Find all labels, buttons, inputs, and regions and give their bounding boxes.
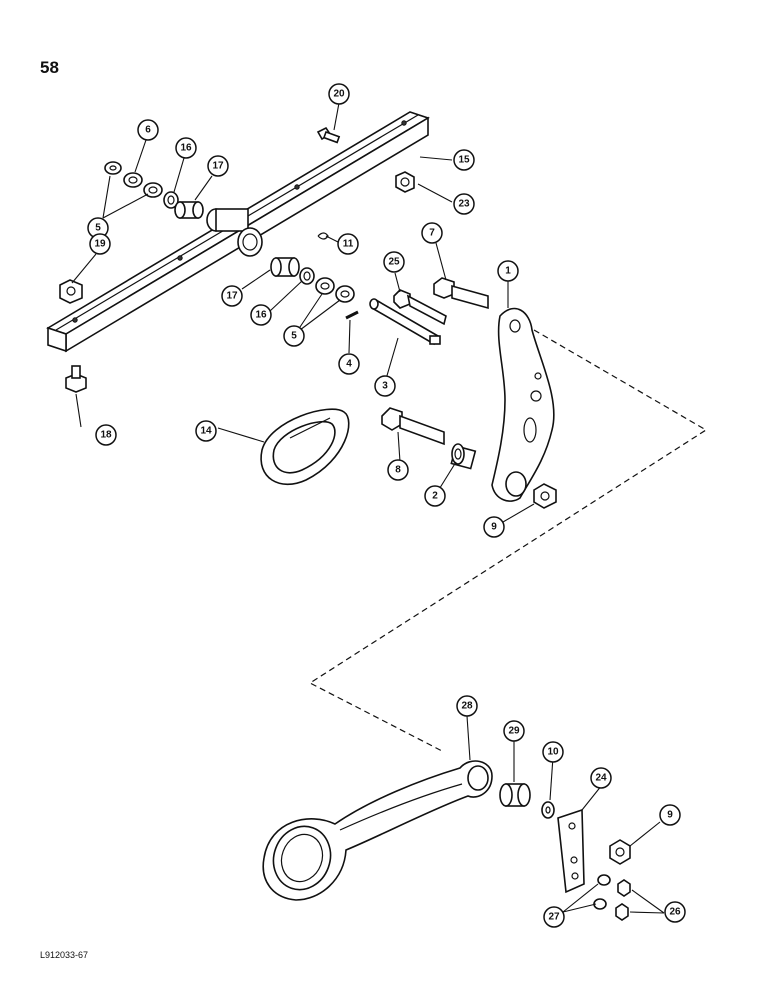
- svg-text:20: 20: [333, 89, 345, 100]
- svg-text:2: 2: [432, 491, 438, 502]
- svg-text:29: 29: [508, 726, 520, 737]
- callout-25: 25: [383, 251, 405, 273]
- svg-text:9: 9: [491, 522, 497, 533]
- bolt-8: [381, 407, 445, 446]
- svg-text:26: 26: [669, 907, 681, 918]
- callout-5: 5: [283, 325, 305, 347]
- svg-text:8: 8: [395, 465, 401, 476]
- svg-text:19: 19: [94, 239, 106, 250]
- bushing-29: [499, 783, 531, 807]
- svg-text:25: 25: [388, 257, 400, 268]
- pin-3: [369, 298, 441, 346]
- svg-text:5: 5: [95, 223, 101, 234]
- callout-17: 17: [207, 155, 229, 177]
- callout-14: 14: [195, 420, 217, 442]
- channel-beam: [46, 111, 430, 353]
- svg-text:7: 7: [429, 228, 435, 239]
- callout-15: 15: [453, 149, 475, 171]
- svg-text:16: 16: [180, 143, 192, 154]
- nut-9-upper: [533, 483, 557, 509]
- svg-text:11: 11: [343, 239, 354, 250]
- callout-23: 23: [453, 193, 475, 215]
- bushing-bearing-lower: [270, 257, 355, 303]
- callout-26: 26: [664, 901, 686, 923]
- bushing-bearing-upper: [163, 191, 204, 219]
- leader-lines: [71, 102, 665, 914]
- spring-pin-4: [345, 310, 359, 320]
- svg-text:23: 23: [458, 199, 470, 210]
- callout-8: 8: [387, 459, 409, 481]
- clip-11: [317, 232, 329, 240]
- callout-17: 17: [221, 285, 243, 307]
- callout-6: 6: [137, 119, 159, 141]
- svg-text:9: 9: [667, 810, 673, 821]
- callout-7: 7: [421, 222, 443, 244]
- nut-9-lower: [609, 839, 631, 865]
- callout-27: 27: [543, 906, 565, 928]
- plate-24: [557, 808, 585, 894]
- callout-10: 10: [542, 741, 564, 763]
- bushing-2: [450, 443, 477, 470]
- linkage-dashed-line: [308, 329, 708, 753]
- svg-text:17: 17: [212, 161, 224, 172]
- svg-text:1: 1: [505, 266, 511, 277]
- callout-1: 1: [497, 260, 519, 282]
- callout-29: 29: [503, 720, 525, 742]
- svg-text:17: 17: [226, 291, 238, 302]
- callout-9: 9: [659, 804, 681, 826]
- svg-text:16: 16: [255, 310, 267, 321]
- callout-19: 19: [89, 233, 111, 255]
- lever-arm-1: [491, 307, 555, 502]
- nut-23: [395, 171, 415, 193]
- callout-16: 16: [250, 304, 272, 326]
- svg-text:3: 3: [382, 381, 388, 392]
- svg-text:14: 14: [200, 426, 212, 437]
- bolt-7: [433, 277, 489, 310]
- svg-text:6: 6: [145, 125, 151, 136]
- figure-code: L912033-67: [40, 950, 89, 960]
- washer-10: [541, 801, 555, 819]
- connecting-rod-28: [262, 760, 493, 901]
- callout-20: 20: [328, 83, 350, 105]
- svg-text:24: 24: [595, 773, 607, 784]
- callout-3: 3: [374, 375, 396, 397]
- bolt-20: [316, 126, 341, 144]
- grommet-14: [260, 408, 350, 485]
- bolt-25: [393, 289, 447, 326]
- callout-11: 11: [337, 233, 359, 255]
- svg-text:10: 10: [547, 747, 559, 758]
- callout-9: 9: [483, 516, 505, 538]
- callout-16: 16: [175, 137, 197, 159]
- svg-text:4: 4: [346, 359, 352, 370]
- callout-4: 4: [338, 353, 360, 375]
- lock-washers-27: [593, 874, 611, 910]
- bolt-18: [65, 365, 87, 393]
- callout-2: 2: [424, 485, 446, 507]
- callout-18: 18: [95, 424, 117, 446]
- washers-upper: [104, 161, 163, 198]
- callout-24: 24: [590, 767, 612, 789]
- page-number: 58: [40, 58, 59, 77]
- nuts-26: [615, 879, 631, 921]
- svg-text:15: 15: [458, 155, 470, 166]
- svg-text:28: 28: [461, 701, 473, 712]
- callout-28: 28: [456, 695, 478, 717]
- svg-text:5: 5: [291, 331, 297, 342]
- svg-text:27: 27: [548, 912, 560, 923]
- nut-19: [59, 279, 83, 304]
- svg-text:18: 18: [100, 430, 112, 441]
